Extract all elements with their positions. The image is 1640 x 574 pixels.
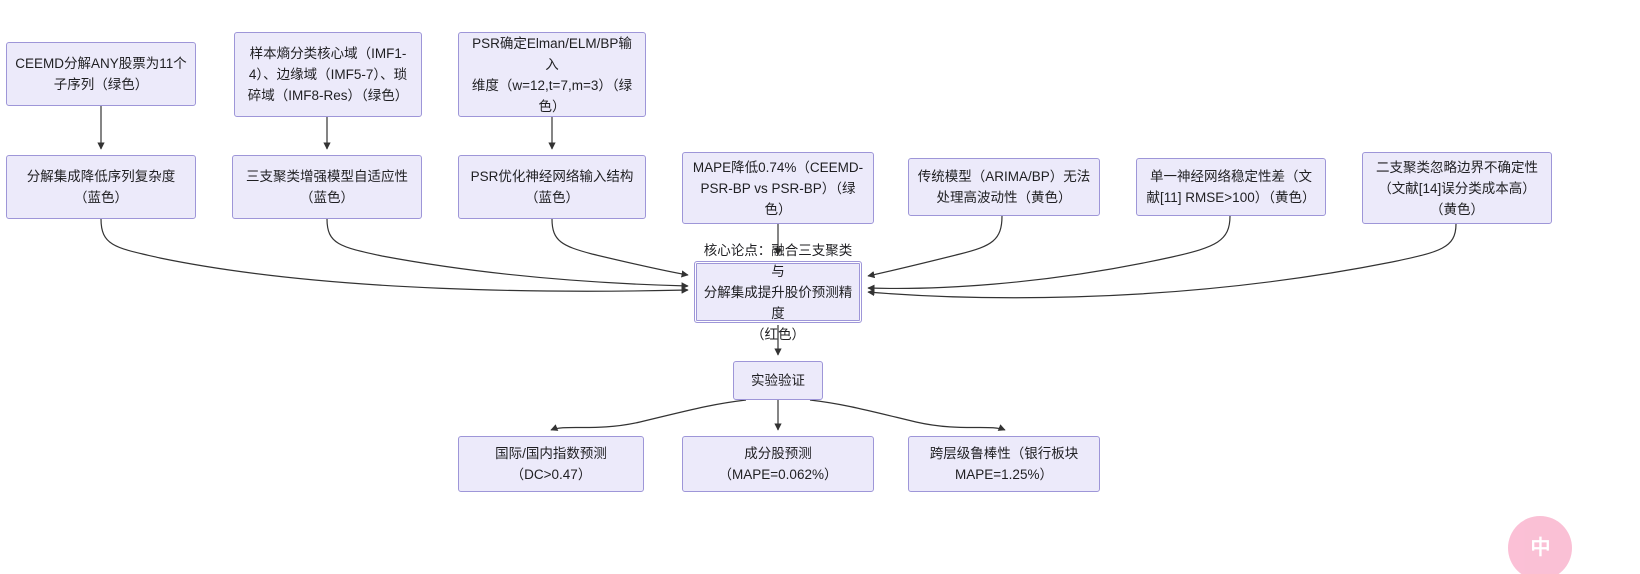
- mape-reduction-node[interactable]: MAPE降低0.74%（CEEMD- PSR-BP vs PSR-BP）（绿 色…: [682, 152, 874, 224]
- two-way-clustering-boundary-node[interactable]: 二支聚类忽略边界不确定性 （文献[14]误分类成本高） （黄色）: [1362, 152, 1552, 224]
- cross-level-robustness-node[interactable]: 跨层级鲁棒性（银行板块 MAPE=1.25%）: [908, 436, 1100, 492]
- node-label: PSR优化神经网络输入结构 （蓝色）: [470, 169, 634, 205]
- single-neural-network-stability-node[interactable]: 单一神经网络稳定性差（文 献[11] RMSE>100）（黄色）: [1136, 158, 1326, 216]
- node-label: 成分股预测 （MAPE=0.062%）: [718, 446, 838, 482]
- edge-singlenn-to-core: [867, 215, 1231, 292]
- edge-traditional-to-core: [867, 215, 1003, 279]
- traditional-model-limitation-node[interactable]: 传统模型（ARIMA/BP）无法 处理高波动性（黄色）: [908, 158, 1100, 216]
- psr-optimize-structure-node[interactable]: PSR优化神经网络输入结构 （蓝色）: [458, 155, 646, 219]
- psr-input-dimension-node[interactable]: PSR确定Elman/ELM/BP输入 维度（w=12,t=7,m=3）（绿 色…: [458, 32, 646, 117]
- watermark-text: 中: [1530, 537, 1551, 559]
- node-label: 核心论点：融合三支聚类与 分解集成提升股价预测精度 （红色）: [703, 242, 853, 342]
- node-label: 三支聚类增强模型自适应性 （蓝色）: [246, 169, 408, 205]
- node-label: 跨层级鲁棒性（银行板块 MAPE=1.25%）: [929, 446, 1079, 482]
- index-forecast-node[interactable]: 国际/国内指数预测 （DC>0.47）: [458, 436, 644, 492]
- constituent-stock-forecast-node[interactable]: 成分股预测 （MAPE=0.062%）: [682, 436, 874, 492]
- experiment-validation-node[interactable]: 实验验证: [733, 361, 823, 400]
- watermark-badge: 中: [1508, 516, 1572, 574]
- edge-complexity-to-core: [100, 218, 689, 294]
- three-way-clustering-adaptive-node[interactable]: 三支聚类增强模型自适应性 （蓝色）: [232, 155, 422, 219]
- core-claim-node[interactable]: 核心论点：融合三支聚类与 分解集成提升股价预测精度 （红色）: [694, 243, 862, 342]
- node-label: 国际/国内指数预测 （DC>0.47）: [495, 446, 607, 482]
- edge-experiment-to-robust: [809, 399, 1006, 431]
- node-label: CEEMD分解ANY股票为11个 子序列（绿色）: [15, 56, 187, 92]
- node-label: 传统模型（ARIMA/BP）无法 处理高波动性（黄色）: [917, 169, 1091, 205]
- sample-entropy-node[interactable]: 样本熵分类核心域（IMF1- 4）、边缘域（IMF5-7）、琐 碎域（IMF8-…: [234, 32, 422, 117]
- node-label: PSR确定Elman/ELM/BP输入 维度（w=12,t=7,m=3）（绿 色…: [471, 35, 633, 114]
- edge-optimize-to-core: [551, 218, 689, 278]
- node-label: 二支聚类忽略边界不确定性 （文献[14]误分类成本高） （黄色）: [1376, 159, 1538, 217]
- node-label: 单一神经网络稳定性差（文 献[11] RMSE>100）（黄色）: [1146, 169, 1316, 205]
- ceemd-decompose-node[interactable]: CEEMD分解ANY股票为11个 子序列（绿色）: [6, 42, 196, 106]
- node-label: 实验验证: [751, 373, 805, 388]
- edge-twoway-to-core: [867, 223, 1457, 299]
- edge-experiment-to-index: [550, 399, 747, 431]
- edge-threeway-to-core: [326, 218, 689, 290]
- reduce-complexity-node[interactable]: 分解集成降低序列复杂度 （蓝色）: [6, 155, 196, 219]
- node-label: MAPE降低0.74%（CEEMD- PSR-BP vs PSR-BP）（绿 色…: [692, 159, 864, 217]
- node-label: 分解集成降低序列复杂度 （蓝色）: [26, 169, 176, 205]
- node-label: 样本熵分类核心域（IMF1- 4）、边缘域（IMF5-7）、琐 碎域（IMF8-…: [247, 46, 409, 103]
